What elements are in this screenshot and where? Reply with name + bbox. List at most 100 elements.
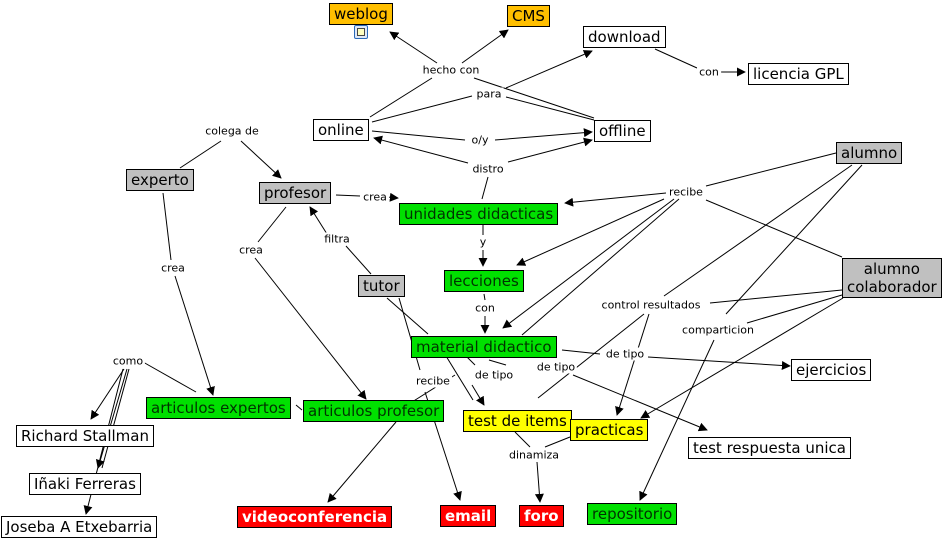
edge	[534, 461, 544, 503]
edge	[101, 368, 130, 469]
edge	[705, 152, 837, 187]
edge	[179, 140, 222, 169]
edge	[142, 361, 197, 393]
edge	[572, 374, 708, 432]
link-de-tipo-test-items[interactable]: de tipo	[472, 368, 516, 382]
edge	[90, 368, 125, 420]
link-distro[interactable]: distro	[470, 162, 506, 176]
link-hecho-con[interactable]: hecho con	[420, 63, 482, 77]
concept-offline[interactable]: offline	[594, 120, 651, 142]
concept-lecciones[interactable]: lecciones	[444, 270, 524, 292]
link-dinamiza[interactable]: dinamiza	[506, 448, 562, 462]
link-control-resultados[interactable]: control resultados	[599, 298, 703, 312]
concept-unidades-didacticas[interactable]: unidades didacticas	[399, 203, 559, 225]
concept-cms[interactable]: CMS	[507, 5, 550, 27]
edge	[371, 130, 466, 141]
edge	[654, 48, 698, 69]
edge	[746, 294, 843, 324]
link-como[interactable]: como	[110, 354, 146, 368]
link-con-lecciones[interactable]: con	[473, 301, 497, 315]
edge	[494, 128, 593, 141]
edge	[386, 297, 429, 335]
edge	[481, 176, 489, 200]
edge	[483, 293, 486, 301]
link-filtra[interactable]: filtra	[322, 232, 352, 246]
edge	[327, 421, 397, 503]
edge	[507, 137, 593, 163]
concept-joseba-etxebarria[interactable]: Joseba A Etxebarria	[1, 516, 158, 538]
concept-test-de-items[interactable]: test de items	[463, 410, 572, 432]
concept-repositorio[interactable]: repositorio	[587, 503, 678, 525]
edge	[640, 297, 844, 419]
edge	[705, 199, 843, 258]
concept-material-didactico[interactable]: material didactico	[411, 336, 557, 358]
link-crea-profesor[interactable]: crea	[237, 243, 265, 257]
edge	[373, 135, 469, 164]
concept-email[interactable]: email	[440, 505, 497, 527]
edge	[309, 206, 328, 235]
edge	[389, 31, 438, 64]
link-crea-unidades[interactable]: crea	[361, 190, 389, 204]
edge	[369, 77, 433, 118]
concept-ejercicios[interactable]: ejercicios	[791, 359, 872, 381]
concept-test-respuesta-unica[interactable]: test respuesta unica	[688, 437, 851, 459]
concept-profesor[interactable]: profesor	[259, 182, 332, 204]
edge	[615, 313, 650, 416]
edge	[521, 198, 680, 336]
edge	[95, 368, 128, 469]
link-y[interactable]: y	[477, 235, 489, 249]
edge	[335, 194, 361, 197]
concept-alumno-colaborador[interactable]: alumno colaborador	[842, 258, 942, 298]
concept-videoconferencia[interactable]: videoconferencia	[237, 506, 393, 528]
concept-articulos-expertos[interactable]: articulos expertos	[146, 397, 291, 419]
concept-download[interactable]: download	[583, 26, 666, 48]
edge	[514, 431, 531, 448]
concept-articulos-profesor[interactable]: articulos profesor	[303, 400, 445, 422]
edge	[240, 140, 282, 179]
link-recibe-alumno[interactable]: recibe	[667, 185, 705, 199]
link-de-tipo-ejercicios[interactable]: de tipo	[603, 347, 647, 361]
edge	[725, 164, 863, 315]
edge	[488, 359, 507, 366]
concept-weblog[interactable]: weblog	[329, 3, 393, 25]
concept-foro[interactable]: foro	[519, 505, 564, 527]
edge	[537, 313, 645, 399]
link-o-y[interactable]: o/y	[469, 133, 491, 147]
document-resource-icon[interactable]	[354, 25, 368, 39]
link-colega-de[interactable]: colega de	[203, 124, 261, 138]
edge	[564, 192, 667, 207]
edge	[257, 206, 287, 243]
edge	[473, 77, 595, 119]
edge	[162, 192, 172, 261]
edge	[445, 355, 474, 401]
edge	[647, 356, 791, 370]
concept-alumno[interactable]: alumno	[836, 142, 903, 164]
edge	[709, 289, 843, 304]
edge	[505, 50, 593, 89]
link-comparticion[interactable]: comparticion	[680, 323, 756, 337]
link-crea-experto[interactable]: crea	[159, 261, 187, 275]
edge	[345, 245, 372, 275]
concept-alumno-colaborador-line1: alumno	[863, 260, 920, 278]
link-para[interactable]: para	[474, 87, 504, 101]
edge	[561, 349, 601, 355]
concept-tutor[interactable]: tutor	[358, 275, 405, 297]
concept-inaki-ferreras[interactable]: Iñaki Ferreras	[29, 473, 141, 495]
link-con-gpl[interactable]: con	[697, 65, 721, 79]
concept-richard-stallman[interactable]: Richard Stallman	[16, 425, 154, 447]
edge	[398, 297, 421, 371]
edge	[663, 164, 853, 297]
link-recibe-tutor[interactable]: recibe	[414, 374, 452, 388]
edge	[461, 29, 509, 64]
edge	[174, 275, 215, 396]
edge	[254, 257, 367, 400]
concept-online[interactable]: online	[313, 119, 369, 141]
edge	[471, 384, 485, 406]
concept-licencia-gpl[interactable]: licencia GPL	[748, 63, 849, 85]
edge	[371, 95, 473, 123]
link-de-tipo-test-unica[interactable]: de tipo	[534, 360, 578, 374]
concept-practicas[interactable]: practicas	[570, 419, 649, 441]
edge	[295, 404, 303, 411]
concept-experto[interactable]: experto	[126, 169, 194, 191]
edge	[502, 198, 675, 329]
